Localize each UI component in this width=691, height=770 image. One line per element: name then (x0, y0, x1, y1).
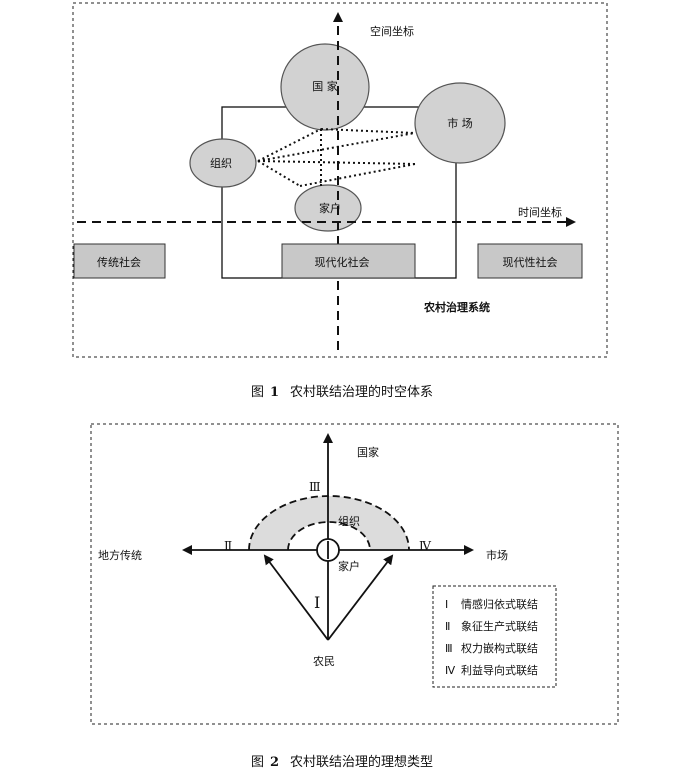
legend-numeral-4: Ⅳ (445, 664, 456, 677)
time-axis-label: 时间坐标 (518, 205, 562, 219)
figure-1: 空间坐标 时间坐标 国 家 市 场 组织 家户 传统社会 现代化社会 现代性社会… (72, 2, 608, 358)
figure-1-frame (72, 2, 608, 358)
space-axis-label: 空间坐标 (370, 24, 414, 38)
state-label: 国 家 (312, 79, 338, 93)
caption-1-prefix: 图 (251, 385, 264, 400)
arrow-to-left (263, 554, 329, 641)
caption-1-number: 1 (270, 385, 279, 400)
traditional-society-box (73, 243, 166, 279)
modernizing-society-box (281, 243, 416, 279)
household-label: 家户 (319, 201, 341, 215)
modernizing-society-label: 现代化社会 (315, 255, 370, 269)
legend-box (432, 585, 557, 688)
figure-2: 国家 地方传统 市场 农民 家户 组织 Ⅲ Ⅱ Ⅳ Ⅰ Ⅰ 情感归依式联结 Ⅱ … (90, 423, 619, 725)
modern-society-box (477, 243, 583, 279)
legend-text-3: 权力嵌构式联结 (461, 641, 538, 655)
inner-arc (287, 521, 371, 551)
quadrant-iii-label: Ⅲ (309, 480, 321, 494)
caption-2-prefix: 图 (251, 755, 264, 770)
figure-2-caption: 图 2 农村联结治理的理想类型 (251, 754, 433, 770)
organization-circle (189, 138, 257, 188)
quadrant-iv-label: Ⅳ (419, 539, 432, 553)
household-circle (294, 184, 362, 232)
traditional-society-label: 传统社会 (97, 255, 141, 269)
legend-text-1: 情感归依式联结 (461, 597, 538, 611)
caption-1-text: 农村联结治理的时空体系 (290, 384, 433, 400)
modern-society-label: 现代性社会 (503, 255, 558, 269)
figure-1-caption: 图 1 农村联结治理的时空体系 (251, 384, 433, 400)
legend-numeral-1: Ⅰ (445, 598, 448, 611)
legend-text-2: 象征生产式联结 (461, 619, 538, 633)
legend-numeral-2: Ⅱ (445, 620, 450, 633)
market-circle (414, 82, 506, 164)
farmer-label: 农民 (313, 654, 335, 668)
organization-label: 组织 (210, 156, 232, 170)
caption-2-number: 2 (270, 755, 279, 770)
legend: Ⅰ 情感归依式联结 Ⅱ 象征生产式联结 Ⅲ 权力嵌构式联结 Ⅳ 利益导向式联结 (432, 585, 557, 688)
arrow-to-right (327, 554, 394, 641)
quadrant-ii-label: Ⅱ (224, 539, 232, 553)
organization-band (249, 496, 409, 550)
caption-2-text: 农村联结治理的理想类型 (290, 754, 433, 770)
quadrant-i-label: Ⅰ (314, 593, 320, 612)
market-label-2: 市场 (486, 548, 508, 562)
local-tradition-label: 地方传统 (98, 548, 142, 562)
dotted-links (257, 128, 416, 187)
state-label-2: 国家 (357, 445, 379, 459)
legend-numeral-3: Ⅲ (445, 642, 453, 655)
outer-arc (248, 495, 410, 551)
household-label-2: 家户 (338, 559, 360, 573)
legend-text-4: 利益导向式联结 (461, 663, 538, 677)
state-circle (280, 43, 370, 131)
organization-label-2: 组织 (338, 514, 360, 528)
market-label: 市 场 (447, 116, 473, 130)
governance-system-label: 农村治理系统 (423, 300, 490, 314)
